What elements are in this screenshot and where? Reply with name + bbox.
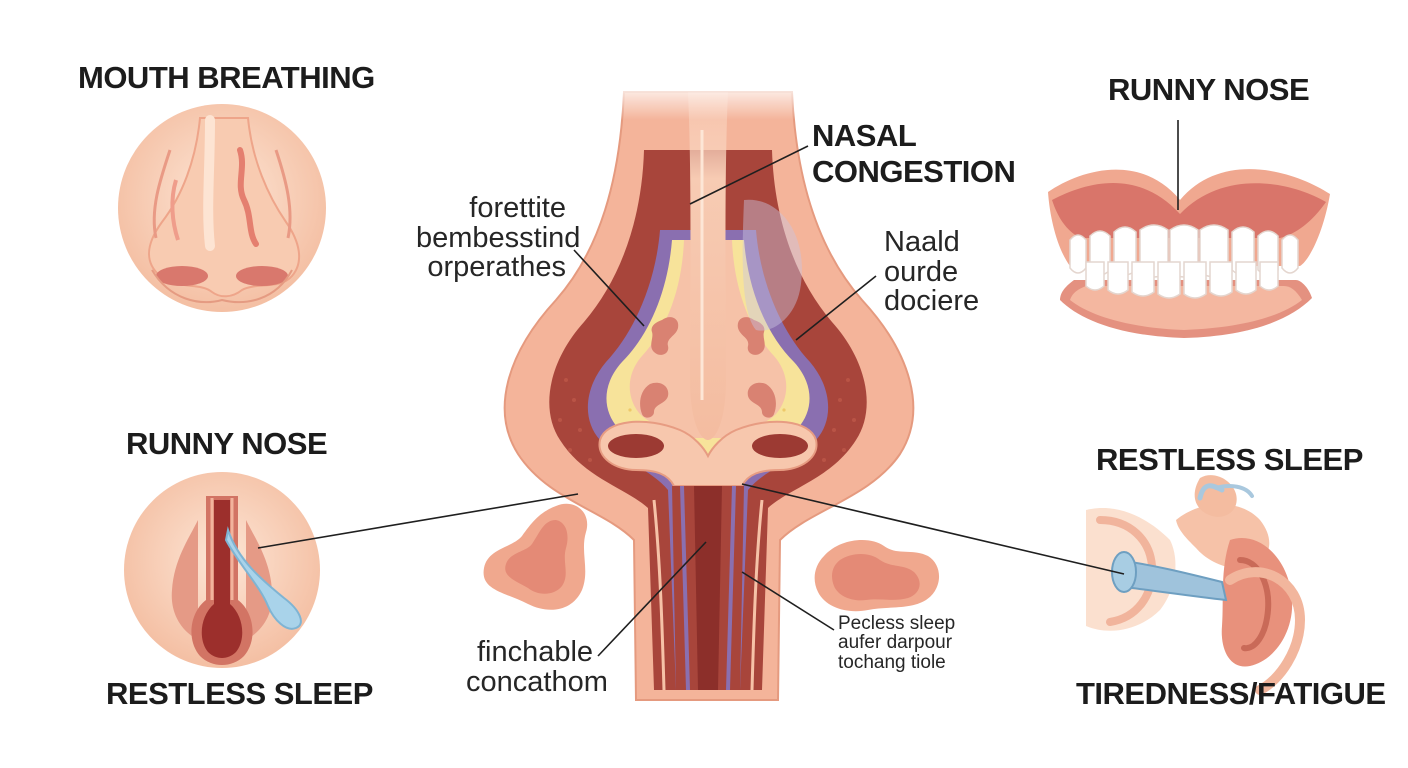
restless-sleep-illustration [1086,475,1306,695]
pecless-line-1: Pecless sleep [838,613,956,634]
forettite-line-3: orperathes [427,251,566,284]
finchable-label: finchable concathom [466,636,608,698]
forettite-label: forettite bembesstind orperathes [416,192,581,284]
finchable-line-1: finchable [476,636,594,668]
pecless-line-2: aufer darpour [838,632,953,654]
mouth-breathing-title: MOUTH BREATHING [78,60,375,95]
leader-nasal-congestion [689,145,809,205]
tissue-blob-right-inner [832,554,920,601]
runny-nose-left-title: RUNNY NOSE [126,426,328,461]
pecless-label: Pecless sleep aufer darpour tochang tiol… [838,613,956,673]
leader-restless-sleep-right [741,483,1125,575]
restless-sleep-right-title: RESTLESS SLEEP [1096,442,1363,477]
finchable-line-2: concathom [466,665,608,698]
naald-line-1: Naald [884,226,960,258]
nasal-congestion-line-1: NASAL [812,118,917,153]
central-nasal-anatomy [503,80,915,701]
forettite-line-2: bembesstind [416,221,581,254]
runny-nose-top-title: RUNNY NOSE [1108,72,1310,107]
pecless-line-3: tochang tiole [838,651,946,673]
teeth-illustration [1048,169,1330,338]
mouth-breathing-nose-illustration [118,104,326,312]
leader-lines [257,120,1179,657]
tiredness-fatigue-caption: TIREDNESS/FATIGUE [1076,676,1386,711]
naald-line-2: ourde [884,255,959,288]
restless-sleep-left-caption: RESTLESS SLEEP [106,676,373,711]
naald-label: Naald ourde dociere [884,226,980,318]
leader-forettite [573,249,645,327]
leader-finchable [597,541,707,657]
leader-runny-nose-left [257,493,579,549]
nasal-congestion-label: NASAL CONGESTION [812,118,1016,189]
leader-naald [795,275,877,341]
naald-line-3: dociere [884,285,980,318]
nasal-congestion-line-2: CONGESTION [812,153,1016,189]
forettite-line-1: forettite [469,192,566,224]
leader-pecless [741,571,835,631]
runny-nose-illustration [124,472,320,668]
tissue-blob-left-inner [505,520,568,594]
